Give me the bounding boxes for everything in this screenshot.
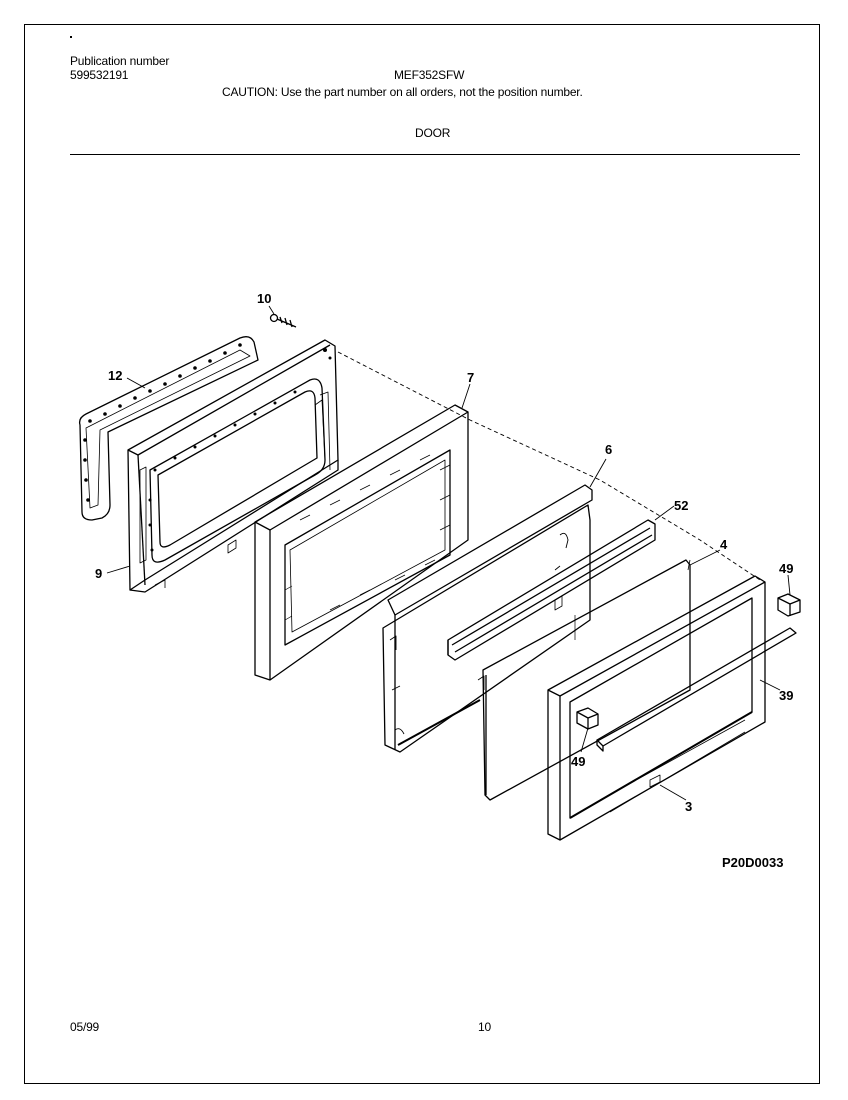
part-39-rod bbox=[596, 627, 797, 752]
callout-49-upper: 49 bbox=[779, 561, 793, 576]
caution-note: CAUTION: Use the part number on all orde… bbox=[222, 85, 583, 99]
callout-4: 4 bbox=[720, 537, 728, 552]
footer-date: 05/99 bbox=[70, 1020, 100, 1034]
callout-12: 12 bbox=[108, 368, 122, 383]
part-12-gasket bbox=[78, 336, 259, 521]
speck bbox=[70, 36, 72, 38]
part-52-channel bbox=[447, 519, 656, 661]
leader-lines bbox=[106, 305, 791, 801]
callout-7: 7 bbox=[467, 370, 474, 385]
model-number: MEF352SFW bbox=[394, 68, 465, 82]
section-title: DOOR bbox=[415, 126, 451, 140]
part-49-clip-upper bbox=[777, 593, 801, 617]
publication-number: 599532191 bbox=[70, 68, 129, 82]
part-9-inner-liner bbox=[127, 339, 339, 593]
part-49-clip-lower bbox=[576, 707, 599, 730]
part-6-bracket-panel bbox=[382, 484, 593, 753]
publication-label: Publication number bbox=[70, 54, 170, 68]
callout-3: 3 bbox=[685, 799, 692, 814]
callout-39: 39 bbox=[779, 688, 793, 703]
assembly-dashed-line bbox=[337, 351, 761, 581]
callout-10: 10 bbox=[257, 291, 271, 306]
part-10-screw bbox=[269, 313, 297, 328]
part-3-frame bbox=[547, 559, 766, 841]
callout-9: 9 bbox=[95, 566, 102, 581]
callout-49-lower: 49 bbox=[571, 754, 585, 769]
callout-6: 6 bbox=[605, 442, 612, 457]
figure-code: P20D0033 bbox=[722, 855, 783, 870]
page-border bbox=[24, 24, 820, 1084]
part-4-glass bbox=[477, 559, 691, 801]
part-7-outer-door bbox=[254, 404, 469, 681]
callout-labels: 10 12 7 6 52 4 49 9 39 49 3 P20D0033 bbox=[95, 291, 793, 870]
page-number: 10 bbox=[478, 1020, 491, 1034]
header-rule bbox=[70, 154, 800, 155]
callout-52: 52 bbox=[674, 498, 688, 513]
